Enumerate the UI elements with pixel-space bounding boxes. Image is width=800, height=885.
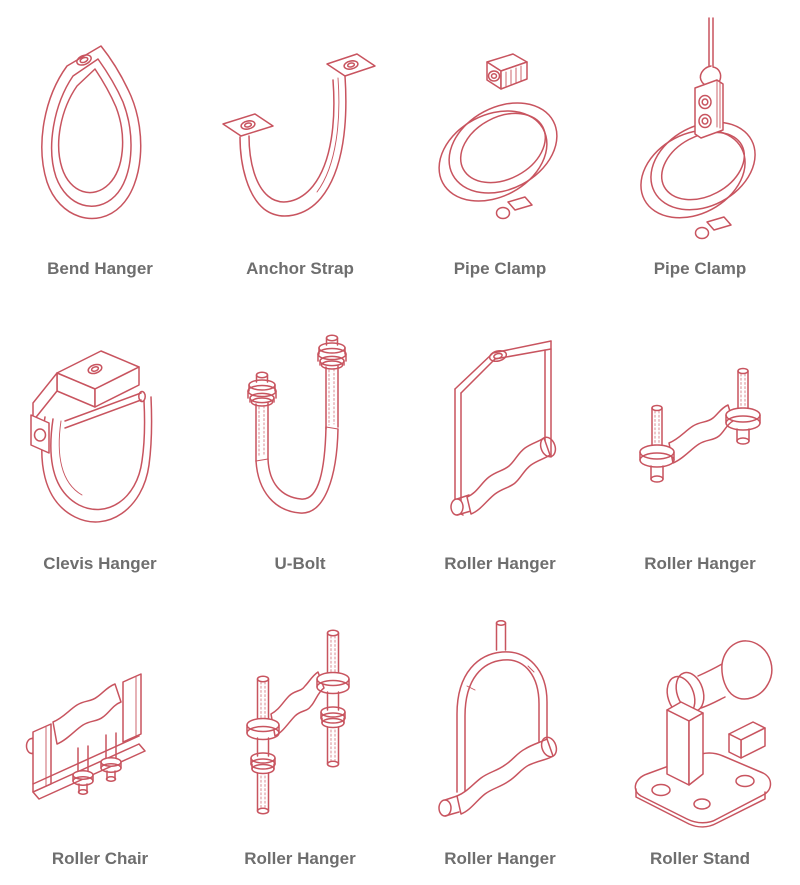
catalog-item: Roller Chair xyxy=(0,590,200,885)
clevis-hanger-illustration xyxy=(5,311,195,546)
catalog-item: Clevis Hanger xyxy=(0,295,200,590)
item-label: Roller Hanger xyxy=(644,554,756,573)
catalog-item: Roller Stand xyxy=(600,590,800,885)
catalog-item: Anchor Strap xyxy=(200,0,400,295)
item-label: Pipe Clamp xyxy=(453,259,547,278)
roller-hanger-rods-illustration xyxy=(205,606,395,841)
catalog-item: Roller Hanger xyxy=(600,295,800,590)
roller-chair-illustration xyxy=(5,606,195,841)
catalog-item: Roller Hanger xyxy=(400,295,600,590)
item-label: Bend Hanger xyxy=(47,259,153,278)
item-label: Roller Hanger xyxy=(244,849,356,868)
pipe-clamp-illustration xyxy=(405,16,595,251)
roller-hanger-stud-illustration xyxy=(605,311,795,546)
catalog-item: Pipe Clamp xyxy=(400,0,600,295)
item-label: Roller Hanger xyxy=(444,554,556,573)
bend-hanger-illustration xyxy=(5,16,195,251)
anchor-strap-illustration xyxy=(205,16,395,251)
u-bolt-illustration xyxy=(205,311,395,546)
pipe-clamp-rod-illustration xyxy=(605,16,795,251)
catalog-item: Roller Hanger xyxy=(200,590,400,885)
item-label: Roller Chair xyxy=(51,849,149,868)
catalog-item: U-Bolt xyxy=(200,295,400,590)
catalog-item: Pipe Clamp xyxy=(600,0,800,295)
roller-stand-illustration xyxy=(605,606,795,841)
item-label: Roller Stand xyxy=(649,849,751,868)
catalog-item: Roller Hanger xyxy=(400,590,600,885)
roller-hanger-yoke-illustration xyxy=(405,606,595,841)
item-label: Clevis Hanger xyxy=(43,554,157,573)
item-label: Roller Hanger xyxy=(444,849,556,868)
item-label: Anchor Strap xyxy=(246,259,354,278)
item-label: Pipe Clamp xyxy=(653,259,747,278)
catalog-item: Bend Hanger xyxy=(0,0,200,295)
item-label: U-Bolt xyxy=(274,554,326,573)
roller-hanger-frame-illustration xyxy=(405,311,595,546)
